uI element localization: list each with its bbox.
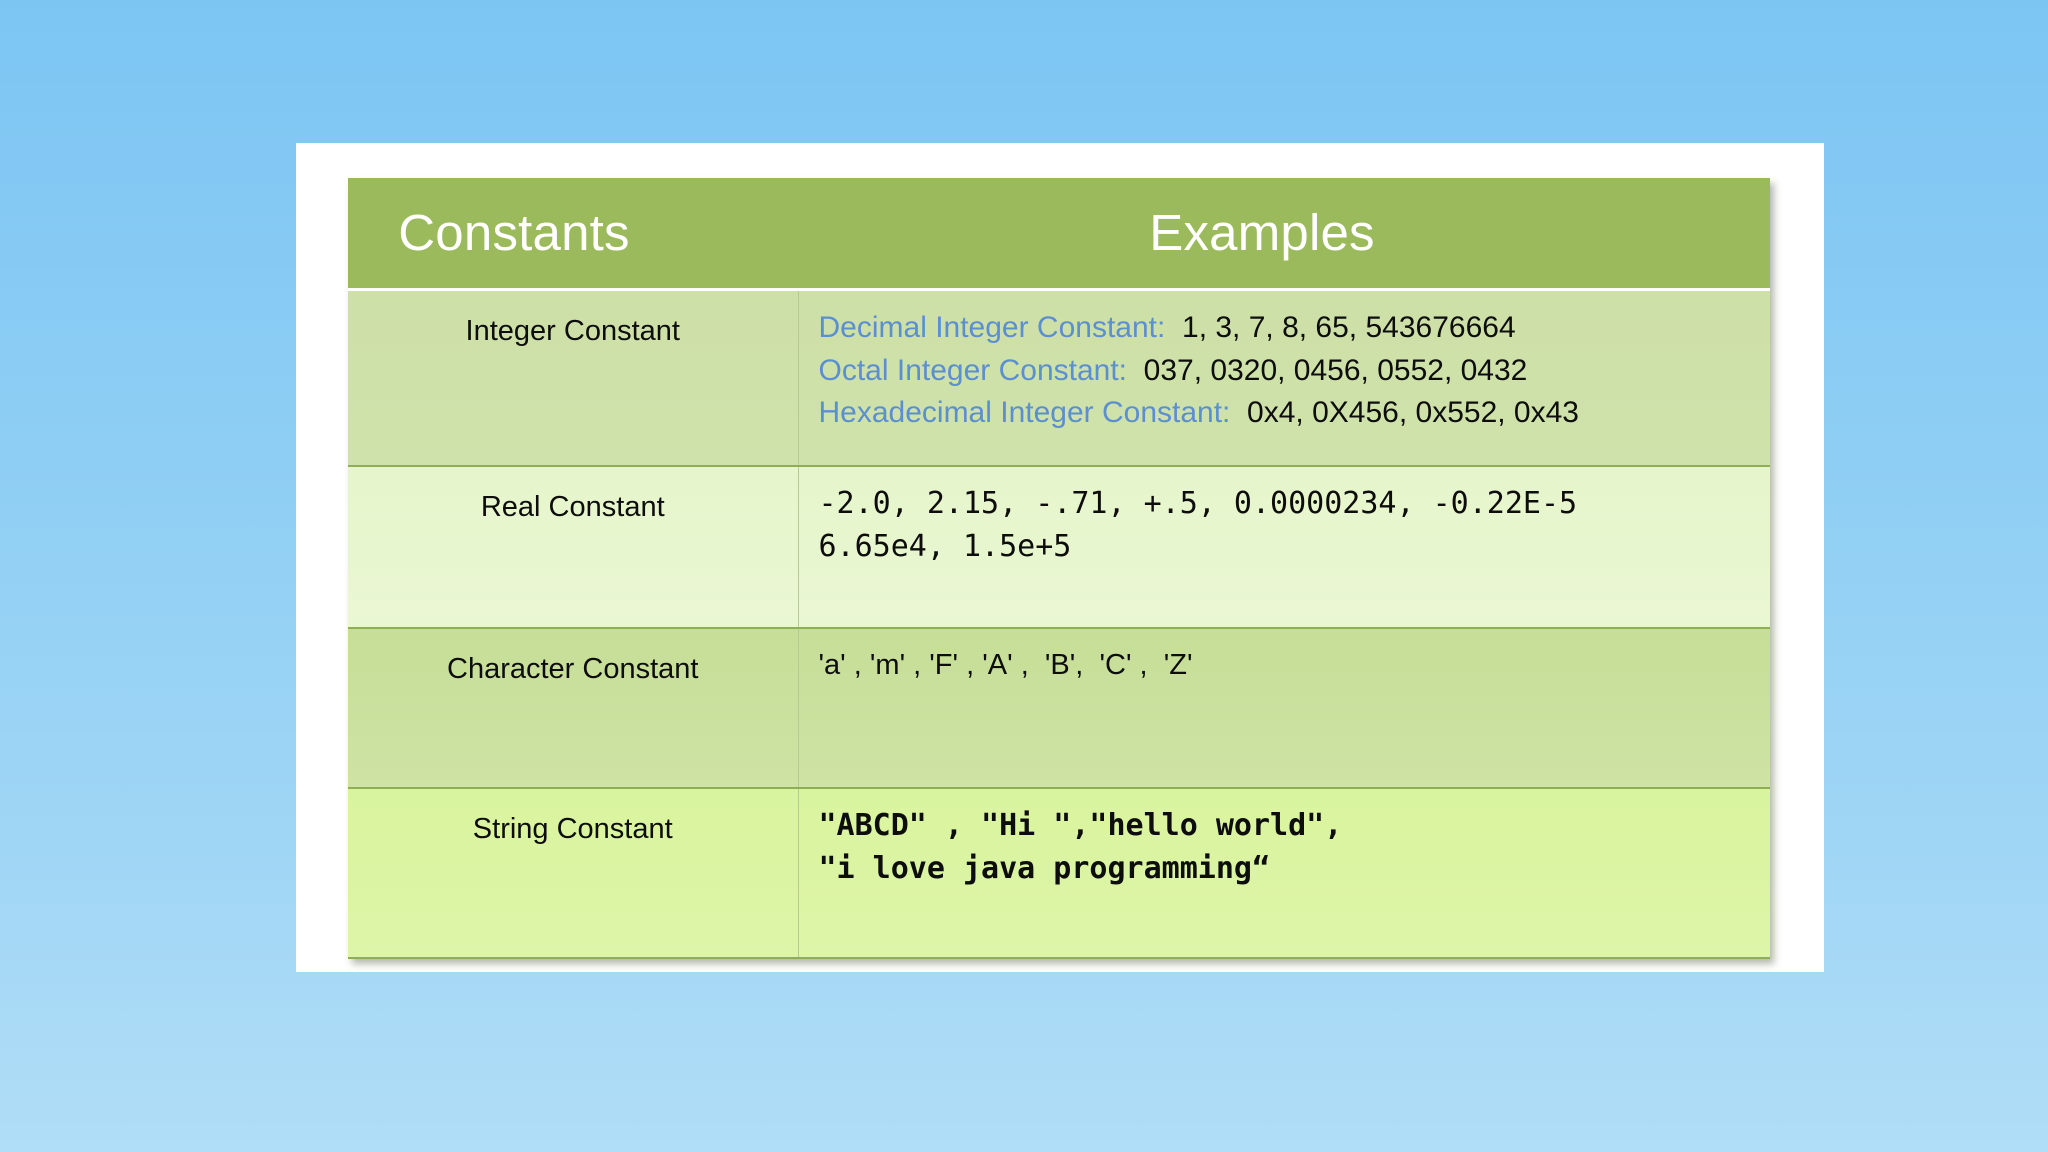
header-row: Constants Examples	[348, 178, 1770, 290]
examples-list: Decimal Integer Constant: 1, 3, 7, 8, 65…	[799, 291, 1771, 435]
constant-type-label: Character Constant	[447, 653, 699, 685]
row-examples-cell: 'a' , 'm' , 'F' , 'A' , 'B', 'C' , 'Z'	[798, 628, 1771, 789]
example-values: 0x4, 0X456, 0x552, 0x43	[1230, 396, 1579, 430]
examples-list: 'a' , 'm' , 'F' , 'A' , 'B', 'C' , 'Z'	[799, 629, 1771, 686]
row-examples-cell: "ABCD" , "Hi ","hello world", "i love ja…	[798, 788, 1771, 959]
column-header-constants: Constants	[348, 178, 798, 290]
table-row: Character Constant 'a' , 'm' , 'F' , 'A'…	[348, 628, 1771, 789]
row-label-cell: Integer Constant	[348, 289, 799, 467]
table-row: Integer Constant Decimal Integer Constan…	[348, 289, 1771, 467]
example-line: -2.0, 2.15, -.71, +.5, 0.0000234, -0.22E…	[818, 486, 1578, 521]
example-line: "i love java programming“	[818, 850, 1271, 886]
example-line: Octal Integer Constant: 037, 0320, 0456,…	[819, 350, 1771, 393]
example-line: 'a' , 'm' , 'F' , 'A' , 'B', 'C' , 'Z'	[818, 649, 1193, 681]
row-label-cell: Character Constant	[348, 628, 799, 789]
example-line: Decimal Integer Constant: 1, 3, 7, 8, 65…	[819, 307, 1771, 350]
examples-list: -2.0, 2.15, -.71, +.5, 0.0000234, -0.22E…	[799, 467, 1771, 568]
example-line: "ABCD" , "Hi ","hello world",	[818, 808, 1343, 843]
example-keyword: Hexadecimal Integer Constant:	[818, 396, 1231, 430]
example-values: 1, 3, 7, 8, 65, 543676664	[1165, 311, 1516, 344]
column-header-examples: Examples	[798, 178, 1770, 290]
row-label-cell: Real Constant	[348, 466, 799, 629]
example-values: 037, 0320, 0456, 0552, 0432	[1127, 353, 1528, 387]
row-label-cell: String Constant	[348, 788, 799, 959]
example-keyword: Octal Integer Constant:	[818, 353, 1128, 387]
constant-type-label: Real Constant	[480, 491, 665, 523]
table-row: Real Constant -2.0, 2.15, -.71, +.5, 0.0…	[348, 466, 1771, 629]
table-row: String Constant "ABCD" , "Hi ","hello wo…	[348, 788, 1771, 959]
table-header: Constants Examples	[348, 178, 1770, 290]
example-line: 6.65e4, 1.5e+5	[818, 528, 1072, 564]
row-examples-cell: -2.0, 2.15, -.71, +.5, 0.0000234, -0.22E…	[798, 466, 1771, 629]
example-keyword: Decimal Integer Constant:	[818, 311, 1166, 344]
examples-list: "ABCD" , "Hi ","hello world", "i love ja…	[799, 789, 1771, 890]
slide-canvas: Constants Examples Integer Constant Deci…	[296, 143, 1824, 972]
constant-type-label: Integer Constant	[465, 315, 680, 347]
constant-type-label: String Constant	[472, 813, 673, 845]
table-body: Integer Constant Decimal Integer Constan…	[348, 289, 1771, 959]
constants-table: Constants Examples Integer Constant Deci…	[348, 178, 1770, 959]
row-examples-cell: Decimal Integer Constant: 1, 3, 7, 8, 65…	[798, 289, 1771, 467]
example-line: Hexadecimal Integer Constant: 0x4, 0X456…	[819, 392, 1771, 435]
